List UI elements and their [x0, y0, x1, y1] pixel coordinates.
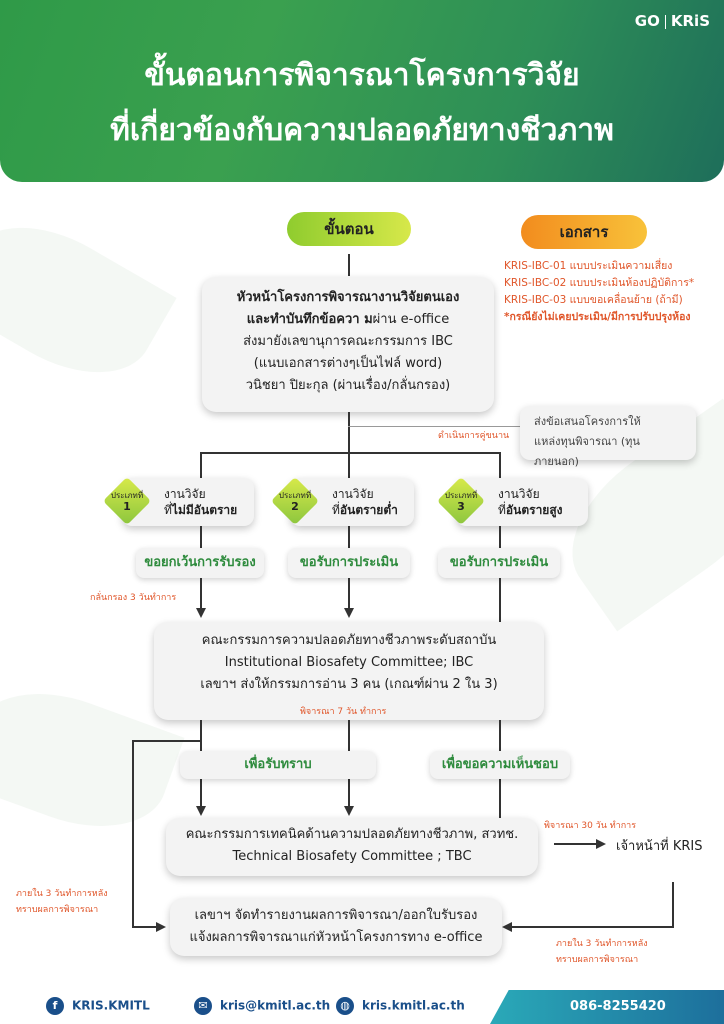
connector-line — [200, 526, 202, 548]
phone-band — [490, 990, 724, 1024]
connector-line — [132, 740, 202, 742]
tbc-line1: คณะกรรมการเทคนิคด้านความปลอดภัยทางชีวภาพ… — [185, 827, 519, 842]
website-link[interactable]: ◍kris.kmitl.ac.th — [336, 997, 465, 1015]
funding-source-box: ส่งข้อเสนอโครงการให้ แหล่งทุนพิจารณา (ทุ… — [520, 406, 696, 468]
final-report-box: เลขาฯ จัดทำรายงานผลการพิจารณา/ออกใบรับรอ… — [170, 898, 502, 956]
phone-number[interactable]: 086-8255420 — [570, 999, 666, 1014]
connector-line — [348, 254, 350, 276]
tbc-review-note: พิจารณา 30 วัน ทำการ — [544, 821, 637, 831]
category-1-action: ขอยกเว้นการรับรอง — [136, 548, 264, 578]
document-note: *กรณียังไม่เคยประเมิน/มีการปรับปรุงห้อง — [504, 311, 691, 323]
ibc-line2: Institutional Biosafety Committee; IBC — [224, 655, 474, 670]
email-icon: ✉ — [194, 997, 212, 1015]
connector-line — [200, 452, 500, 454]
ibc-line1: คณะกรรมการความปลอดภัยทางชีวภาพระดับสถาบั… — [201, 633, 497, 648]
connector-line — [672, 882, 674, 928]
connector-line — [348, 578, 350, 610]
connector-line — [348, 526, 350, 548]
left-timing-note: ภายใน 3 วันทำการหลังทราบผลการพิจารณา — [16, 889, 108, 915]
parallel-note: ดำเนินการคู่ขนาน — [438, 431, 510, 441]
acknowledge-label: เพื่อรับทราบ — [180, 751, 376, 779]
connector-line — [499, 578, 501, 622]
category-1-label: งานวิจัยที่ไม่มีอันตราย — [164, 487, 238, 517]
connector-line — [348, 426, 520, 427]
step1-line5: วนิชยา ปิยะกุล (ผ่านเรื่อง/กลั่นกรอง) — [245, 378, 451, 393]
document-item: KRIS-IBC-01 แบบประเมินความเสี่ยง — [504, 260, 673, 272]
page-title-line1: ขั้นตอนการพิจารณาโครงการวิจัย — [144, 58, 580, 93]
leaf-decoration — [0, 198, 177, 402]
ibc-line3: เลขาฯ ส่งให้กรรมการอ่าน 3 คน (เกณฑ์ผ่าน … — [200, 677, 498, 692]
documents-list: KRIS-IBC-01 แบบประเมินความเสี่ยง KRIS-IB… — [504, 258, 694, 326]
screening-note: กลั่นกรอง 3 วันทำการ — [90, 593, 177, 603]
steps-label: ขั้นตอน — [287, 212, 411, 246]
category-3-action: ขอรับการประเมิน — [438, 548, 560, 578]
step1-line1: หัวหน้าโครงการพิจารณางานวิจัยตนเอง — [236, 290, 460, 305]
arrow-right — [156, 922, 166, 932]
step1-line4: (แนบเอกสารต่างๆเป็นไฟล์ word) — [253, 356, 443, 371]
step1-line2: และทำบันทึกข้อควา มผ่าน e-office — [246, 312, 450, 327]
document-item: KRIS-IBC-03 แบบขอเคลื่อนย้าย (ถ้ามี) — [504, 294, 683, 306]
connector-line — [132, 926, 158, 928]
header-banner — [0, 0, 724, 182]
category-2-tag-text: ประเภทที่2 — [278, 491, 312, 513]
tbc-line2: Technical Biosafety Committee ; TBC — [232, 849, 472, 864]
facebook-icon: f — [46, 997, 64, 1015]
final-line1: เลขาฯ จัดทำรายงานผลการพิจารณา/ออกใบรับรอ… — [194, 908, 478, 923]
step1-line3: ส่งมายังเลขานุการคณะกรรมการ IBC — [243, 334, 453, 349]
arrow-down — [344, 806, 354, 816]
final-line2: แจ้งผลการพิจารณาแก่หัวหน้าโครงการทาง e-o… — [189, 930, 483, 945]
document-item: KRIS-IBC-02 แบบประเมินห้องปฏิบัติการ* — [504, 277, 695, 289]
connector-line — [554, 843, 598, 845]
step1-project-lead-box: หัวหน้าโครงการพิจารณางานวิจัยตนเอง และทำ… — [202, 277, 494, 412]
connector-line — [200, 452, 202, 482]
category-2-label: งานวิจัยที่อันตรายต่ำ — [332, 487, 398, 517]
arrow-right — [596, 839, 606, 849]
connector-line — [348, 452, 350, 482]
right-timing-note: ภายใน 3 วันทำการหลังทราบผลการพิจารณา — [556, 939, 648, 965]
documents-label: เอกสาร — [521, 215, 647, 249]
category-2-action: ขอรับการประเมิน — [288, 548, 410, 578]
email-link[interactable]: ✉kris@kmitl.ac.th — [194, 997, 330, 1015]
ibc-review-note: พิจารณา 7 วัน ทำการ — [300, 707, 387, 717]
kris-officer: เจ้าหน้าที่ KRIS — [616, 839, 703, 854]
category-1-tag-text: ประเภทที่1 — [110, 491, 144, 513]
arrow-down — [196, 806, 206, 816]
category-3-label: งานวิจัยที่อันตรายสูง — [498, 487, 563, 517]
connector-line — [499, 452, 501, 482]
arrow-down — [344, 608, 354, 618]
connector-line — [512, 926, 674, 928]
connector-line — [348, 412, 350, 452]
connector-line — [499, 526, 501, 548]
ibc-committee-box: คณะกรรมการความปลอดภัยทางชีวภาพระดับสถาบั… — [154, 622, 544, 720]
arrow-left — [502, 922, 512, 932]
arrow-down — [196, 608, 206, 618]
connector-line — [132, 740, 134, 928]
globe-icon: ◍ — [336, 997, 354, 1015]
connector-line — [200, 578, 202, 610]
page-title-line2: ที่เกี่ยวข้องกับความปลอดภัยทางชีวภาพ — [110, 113, 614, 148]
approval-label: เพื่อขอความเห็นชอบ — [430, 751, 570, 779]
tbc-committee-box: คณะกรรมการเทคนิคด้านความปลอดภัยทางชีวภาพ… — [166, 818, 538, 876]
category-3-tag-text: ประเภทที่3 — [444, 491, 478, 513]
